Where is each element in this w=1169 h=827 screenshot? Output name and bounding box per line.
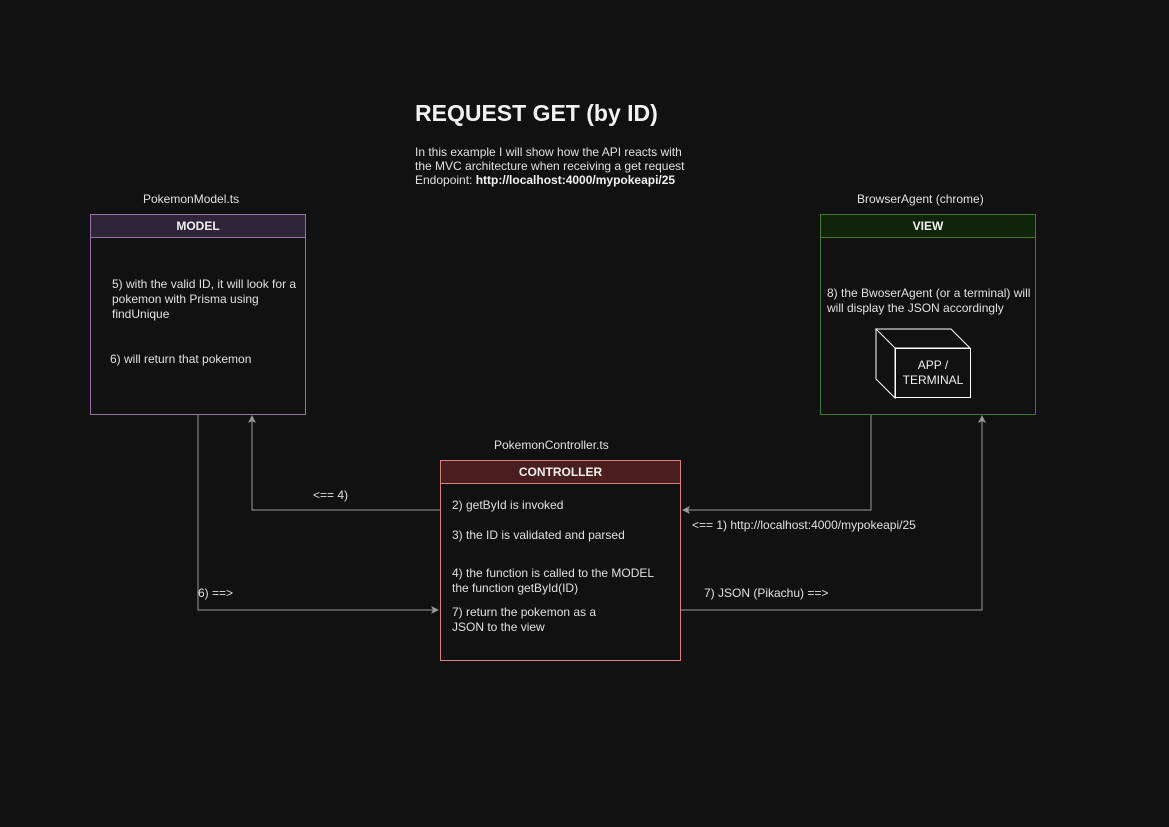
controller-step-7-line-1: 7) return the pokemon as a bbox=[452, 605, 597, 619]
endpoint-prefix: Endopoint: bbox=[415, 173, 476, 187]
arrow-label-to-view: 7) JSON (Pikachu) ==> bbox=[704, 586, 829, 600]
endpoint-line: Endopoint: http://localhost:4000/mypokea… bbox=[415, 173, 684, 187]
controller-step-4-line-1: 4) the function is called to the MODEL bbox=[452, 566, 655, 580]
arrow-model-to-controller bbox=[197, 415, 439, 614]
view-step-8-line-1: 8) the BwoserAgent (or a terminal) will bbox=[827, 286, 1031, 300]
model-step-5-line-1: 5) with the valid ID, it will look for a bbox=[112, 277, 297, 291]
cube-label: APP / TERMINAL bbox=[896, 358, 970, 388]
controller-step-3: 3) the ID is validated and parsed bbox=[452, 528, 625, 542]
view-file-label: BrowserAgent (chrome) bbox=[857, 192, 984, 206]
arrow-controller-to-view bbox=[681, 415, 986, 611]
arrow-label-from-view: <== 1) http://localhost:4000/mypokeapi/2… bbox=[692, 518, 916, 532]
model-box: MODEL 5) with the valid ID, it will look… bbox=[90, 214, 306, 415]
controller-box: CONTROLLER 2) getById is invoked 3) the … bbox=[440, 460, 681, 661]
terminal-cube-icon bbox=[874, 328, 972, 400]
model-step-6: 6) will return that pokemon bbox=[110, 352, 252, 366]
model-header: MODEL bbox=[91, 215, 305, 238]
model-step-5: 5) with the valid ID, it will look for a… bbox=[112, 277, 296, 322]
endpoint-url: http://localhost:4000/mypokeapi/25 bbox=[475, 173, 676, 187]
model-file-label: PokemonModel.ts bbox=[143, 192, 240, 206]
intro-line-2: the MVC architecture when receiving a ge… bbox=[415, 159, 685, 173]
model-step-5-line-2: pokemon with Prisma using bbox=[112, 292, 259, 306]
intro-text: In this example I will show how the API … bbox=[415, 145, 684, 187]
view-box: VIEW 8) the BwoserAgent (or a terminal) … bbox=[820, 214, 1036, 415]
page-title: REQUEST GET (by ID) bbox=[415, 100, 658, 126]
arrow-controller-to-model bbox=[248, 415, 440, 511]
arrow-view-to-controller bbox=[682, 415, 872, 514]
controller-step-7: 7) return the pokemon as a JSON to the v… bbox=[452, 605, 596, 635]
controller-step-2: 2) getById is invoked bbox=[452, 498, 564, 512]
controller-step-7-line-2: JSON to the view bbox=[452, 620, 545, 634]
controller-step-4-line-2: the function getById(ID) bbox=[452, 581, 579, 595]
controller-step-4: 4) the function is called to the MODEL t… bbox=[452, 566, 654, 596]
intro-line-1: In this example I will show how the API … bbox=[415, 145, 682, 159]
view-header: VIEW bbox=[821, 215, 1035, 238]
arrow-label-to-model: <== 4) bbox=[313, 488, 349, 502]
cube-label-line-2: TERMINAL bbox=[902, 373, 964, 387]
cube-label-line-1: APP / bbox=[917, 358, 949, 372]
model-step-5-line-3: findUnique bbox=[112, 307, 170, 321]
view-step-8: 8) the BwoserAgent (or a terminal) will … bbox=[827, 286, 1030, 316]
controller-header: CONTROLLER bbox=[441, 461, 680, 484]
view-step-8-line-2: will display the JSON accordingly bbox=[827, 301, 1004, 315]
controller-file-label: PokemonController.ts bbox=[494, 438, 609, 452]
arrow-label-from-model: 6) ==> bbox=[198, 586, 234, 600]
